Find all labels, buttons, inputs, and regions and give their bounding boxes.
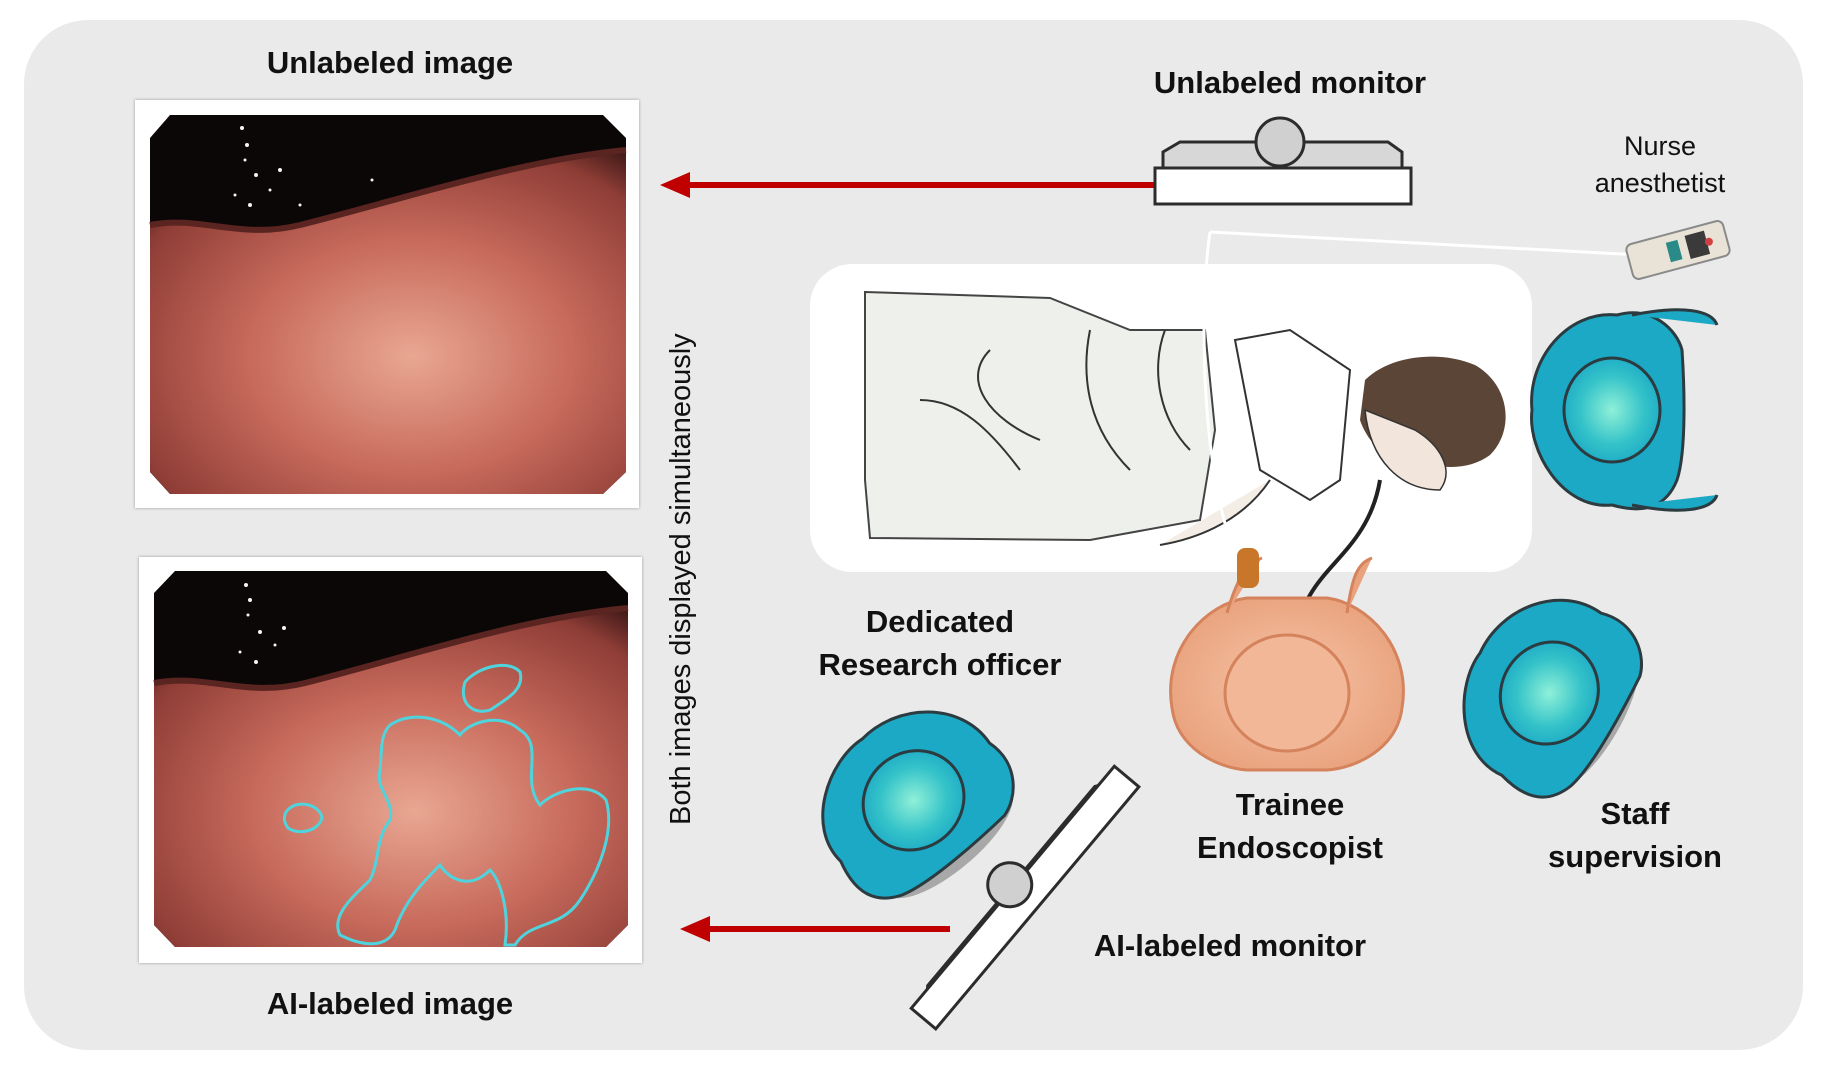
ai-labeled-endoscopy-image — [153, 571, 629, 947]
staff-supervision-label: Staff supervision — [1520, 793, 1750, 879]
ai-labeled-arrow — [680, 916, 950, 942]
research-label-line2: Research officer — [818, 646, 1062, 682]
nurse-anesthetist-figure — [1530, 308, 1719, 512]
research-officer-label: Dedicated Research officer — [800, 601, 1080, 687]
unlabeled-arrow — [660, 172, 1160, 198]
staff-supervision-figure — [1462, 598, 1643, 799]
trainee-endoscopist-figure — [1169, 548, 1405, 772]
nurse-label-line2: anesthetist — [1594, 168, 1726, 199]
ai-lesion-contours — [282, 663, 611, 947]
unlabeled-endoscopy-image — [149, 115, 627, 494]
nurse-label-line1: Nurse — [1623, 131, 1697, 161]
research-label-line1: Dedicated — [865, 604, 1015, 639]
ai-labeled-monitor-icon — [909, 764, 1141, 1032]
ai-labeled-image-title: AI-labeled image — [266, 986, 514, 1021]
unlabeled-image-title: Unlabeled image — [266, 45, 514, 80]
infusion-pump-icon — [1625, 220, 1731, 280]
trainee-label-line1: Trainee — [1235, 787, 1345, 822]
ai-labeled-monitor-label: AI-labeled monitor — [1093, 928, 1367, 963]
unlabeled-monitor-label: Unlabeled monitor — [1153, 65, 1427, 100]
patient-figure — [1159, 230, 1641, 616]
simultaneous-display-note: Both images displayed simultaneously — [665, 333, 698, 825]
trainee-label-line2: Endoscopist — [1196, 829, 1383, 865]
unlabeled-monitor-icon — [1153, 116, 1413, 206]
research-officer-figure — [821, 710, 1015, 900]
patient-bed — [810, 264, 1532, 572]
trainee-endoscopist-label: Trainee Endoscopist — [1155, 784, 1425, 870]
nurse-anesthetist-label: Nurse anesthetist — [1560, 128, 1760, 203]
staff-label-line2: supervision — [1548, 838, 1722, 874]
staff-label-line1: Staff — [1600, 796, 1670, 831]
simultaneous-display-text: Both images displayed simultaneously — [665, 333, 697, 825]
